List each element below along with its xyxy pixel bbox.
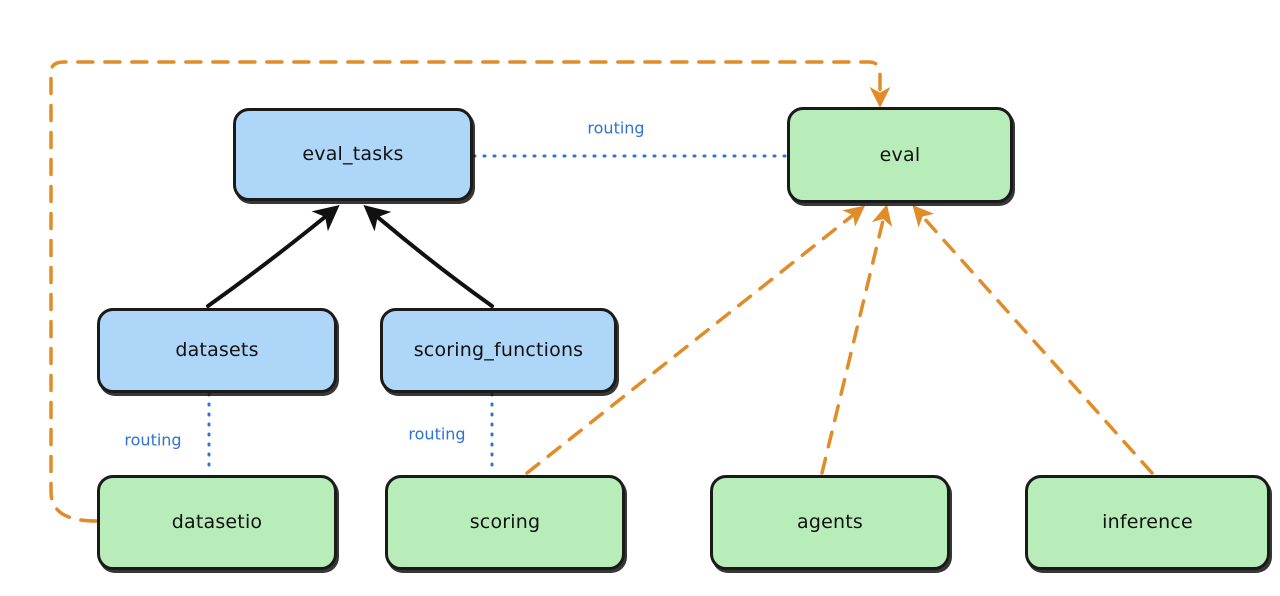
node-label: scoring	[469, 511, 541, 534]
node-label: eval_tasks	[302, 143, 404, 166]
edge-label-routing-datasets: routing	[124, 430, 182, 450]
node-label: eval	[879, 143, 921, 166]
node-eval-tasks[interactable]: eval_tasks	[233, 108, 473, 201]
edge-datasets-to-eval-tasks	[206, 205, 340, 308]
node-datasets[interactable]: datasets	[97, 308, 337, 393]
edge-scoring-functions-to-eval-tasks	[363, 204, 494, 308]
edge-label-routing-scoring-functions: routing	[408, 424, 466, 444]
node-label: agents	[797, 511, 863, 534]
edge-inference-to-eval	[912, 205, 1154, 475]
node-label: datasetio	[171, 511, 263, 534]
node-label: scoring_functions	[413, 339, 584, 362]
node-eval[interactable]: eval	[787, 107, 1013, 203]
node-label: inference	[1102, 511, 1193, 534]
node-label: datasets	[175, 339, 259, 362]
edge-label-routing-eval-tasks: routing	[587, 118, 645, 138]
node-scoring-functions[interactable]: scoring_functions	[380, 308, 617, 393]
node-agents[interactable]: agents	[710, 475, 950, 570]
edge-agents-to-eval	[820, 204, 893, 475]
node-scoring[interactable]: scoring	[385, 475, 625, 570]
node-datasetio[interactable]: datasetio	[97, 475, 337, 570]
node-inference[interactable]: inference	[1025, 475, 1270, 570]
